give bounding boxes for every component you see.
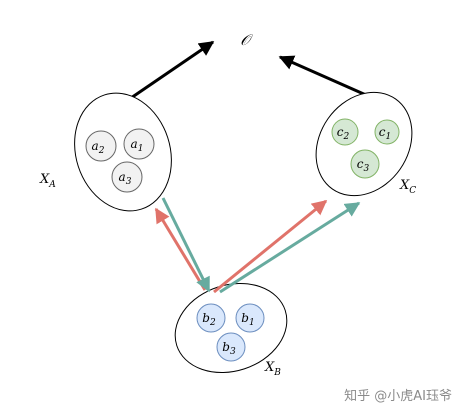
item-c1-label: c1 bbox=[379, 125, 391, 142]
item-b1-label: b1 bbox=[241, 311, 254, 328]
item-a3-label: a3 bbox=[119, 170, 132, 187]
group-c: c2 c1 c3 bbox=[315, 91, 413, 197]
arrow-c-to-output bbox=[278, 55, 367, 97]
item-b3-circle bbox=[216, 332, 246, 362]
item-a2-label: a2 bbox=[92, 139, 105, 156]
arrow-a-to-b-teal bbox=[161, 197, 211, 293]
arrow-a-to-output bbox=[127, 40, 215, 102]
group-b-label: XB bbox=[264, 360, 281, 378]
item-a3-circle bbox=[111, 161, 143, 193]
item-c2-circle bbox=[331, 118, 359, 146]
group-c-boundary bbox=[315, 91, 413, 197]
group-a-boundary bbox=[74, 92, 172, 212]
group-c-label: XC bbox=[399, 178, 416, 196]
group-b: b2 b1 b3 bbox=[174, 282, 288, 374]
item-a1-label: a1 bbox=[131, 137, 144, 154]
item-a2-circle bbox=[85, 130, 117, 162]
item-b1-circle bbox=[235, 303, 265, 333]
arrow-b-to-a-red bbox=[154, 207, 207, 291]
item-c3-label: c3 bbox=[357, 157, 370, 174]
watermark: 知乎 @小虎AI珏爷 bbox=[344, 388, 452, 404]
item-b2-circle bbox=[196, 303, 226, 333]
output-label: 𝒪 bbox=[240, 31, 253, 49]
item-c1-circle bbox=[374, 119, 400, 145]
item-b2-label: b2 bbox=[202, 311, 216, 328]
group-a-label: XA bbox=[39, 172, 56, 190]
item-c2-label: c2 bbox=[337, 125, 350, 142]
item-b3-label: b3 bbox=[222, 340, 236, 357]
arrow-b-to-c-teal bbox=[219, 201, 361, 294]
group-a: a2 a1 a3 bbox=[74, 92, 172, 212]
item-a1-circle bbox=[123, 128, 155, 160]
item-c3-circle bbox=[350, 149, 380, 179]
arrow-b-to-c-red bbox=[213, 199, 328, 294]
